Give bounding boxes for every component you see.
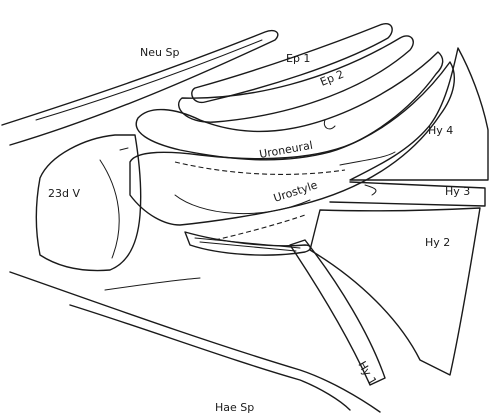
label-neural-spine: Neu Sp <box>140 46 179 59</box>
label-epural-1: Ep 1 <box>286 52 310 65</box>
hypural-4 <box>340 48 488 180</box>
label-hypural-4: Hy 4 <box>428 124 453 137</box>
parhypural <box>185 232 310 255</box>
vertebra-23 <box>36 135 141 270</box>
epural-2 <box>179 36 414 122</box>
label-urostyle: Urostyle <box>272 178 319 204</box>
hypural-2 <box>310 208 480 375</box>
label-haemal-spine: Hae Sp <box>215 401 254 414</box>
hypural-1 <box>290 240 385 385</box>
label-vertebra-23: 23d V <box>48 187 80 200</box>
label-hypural-3: Hy 3 <box>445 185 470 198</box>
label-hypural-1: Hy 1 <box>355 359 379 387</box>
haemal-spine <box>10 272 380 412</box>
label-epural-2: Ep 2 <box>318 68 346 89</box>
label-hypural-2: Hy 2 <box>425 236 450 249</box>
